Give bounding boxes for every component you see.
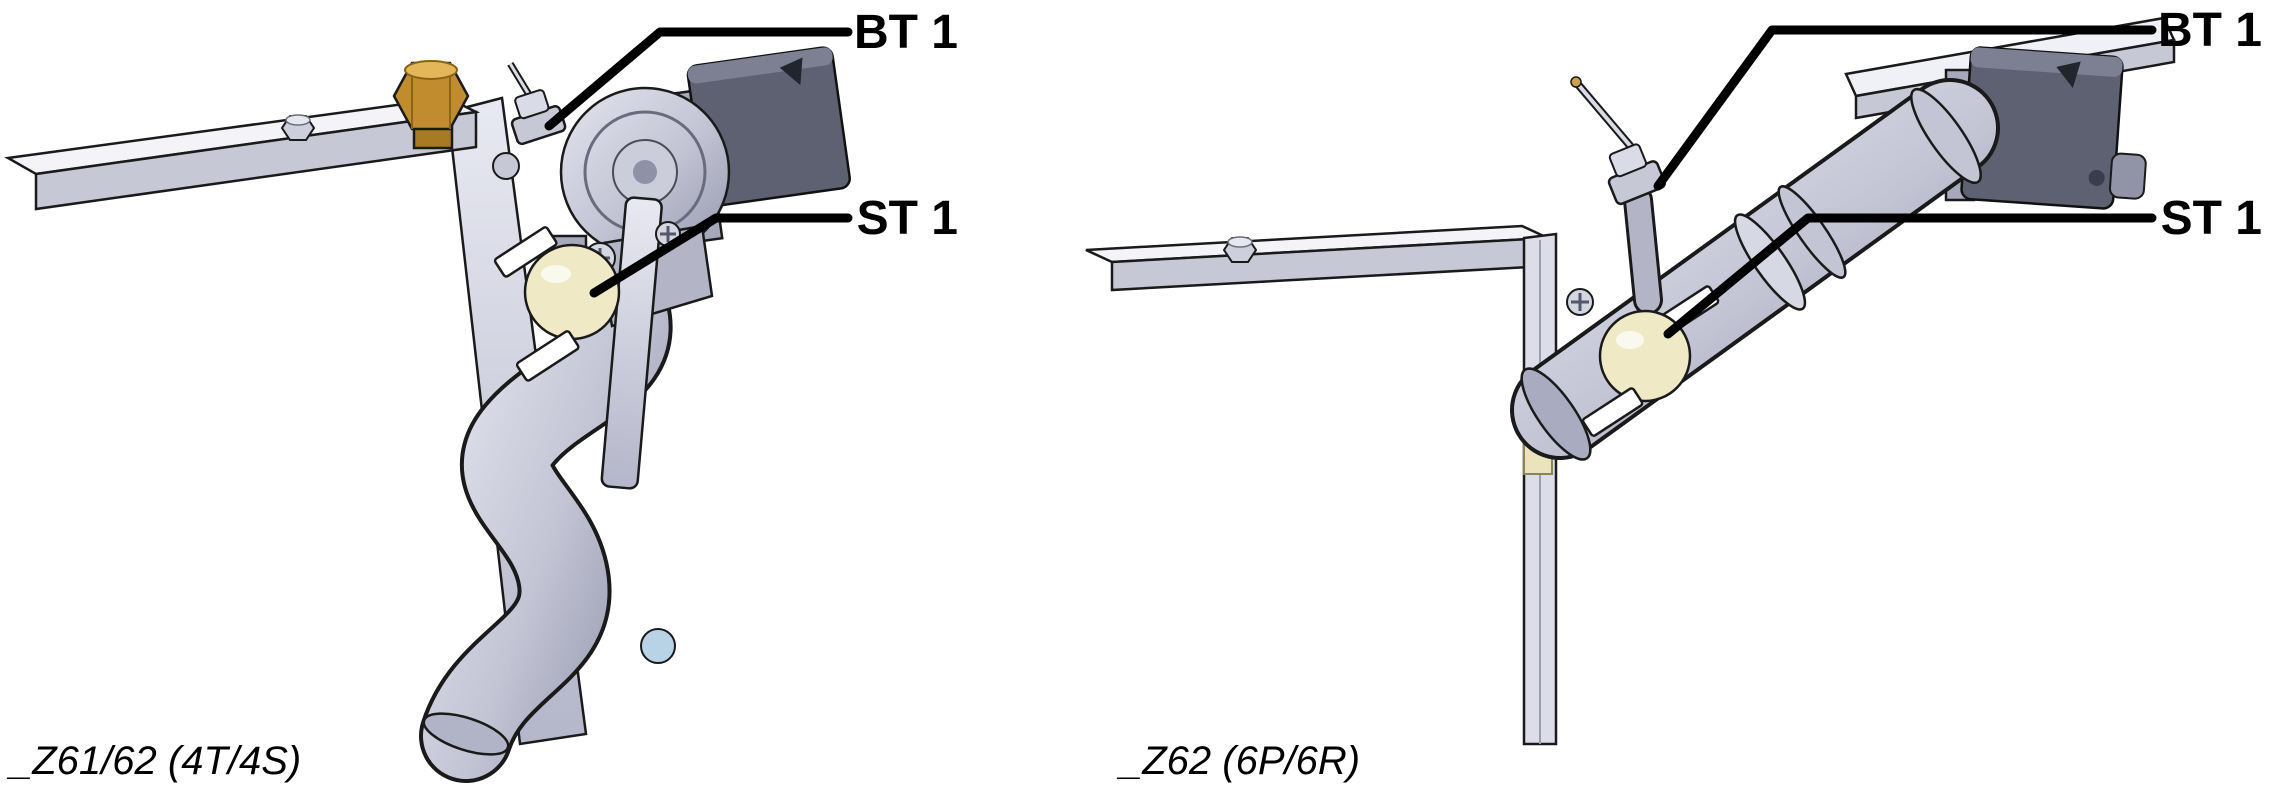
left-bt1-label: BT 1	[854, 6, 958, 59]
left-sensor-cap	[514, 89, 550, 120]
left-valve-highlight	[541, 265, 571, 283]
right-control-box	[1960, 46, 2147, 210]
left-brass-top	[404, 60, 458, 80]
left-pipe-body	[423, 255, 669, 779]
left-sensor	[507, 62, 567, 146]
left-st1-label: ST 1	[857, 192, 958, 245]
left-st1-leader-line	[589, 213, 853, 298]
right-pipe-collar-1	[1733, 213, 1807, 311]
right-control-box-top-facet	[1970, 47, 2123, 77]
right-sensor-cap	[1608, 143, 1648, 178]
left-shelf-plate-front	[34, 110, 478, 211]
left-control-box-emblem	[779, 57, 803, 86]
right-figure-caption: _Z62 (6P/6R)	[1116, 739, 1360, 783]
right-control-box-emblem	[2056, 61, 2081, 89]
right-bt1-label: BT 1	[2158, 4, 2262, 57]
right-plate-bolt-top	[1227, 236, 1253, 248]
right-sensor	[1607, 143, 1666, 206]
left-brass-fitting	[392, 60, 470, 150]
right-st1-leader-line	[1663, 213, 2157, 339]
right-control-box-screw	[2088, 169, 2105, 186]
left-valve-handle-lower	[515, 330, 580, 382]
left-pipe-end-flange	[422, 712, 510, 756]
right-sensor-pin-tip	[1570, 76, 1582, 88]
right-pipe-collar-2	[1777, 185, 1847, 279]
right-sensor-boss	[1626, 188, 1660, 312]
right-st1-label: ST 1	[2161, 192, 2262, 245]
right-screw-1	[1566, 288, 1594, 316]
left-mounting-rail	[600, 196, 663, 490]
right-sensor-pin	[1574, 80, 1634, 150]
left-valve-ball	[523, 243, 621, 341]
right-pipe-upper-flange	[1910, 87, 1982, 185]
right-valve-highlight	[1616, 331, 1644, 349]
left-control-box-top-facet	[687, 47, 833, 84]
left-sensor-pin	[508, 63, 530, 95]
right-control-box-side-tab	[2108, 152, 2147, 200]
right-pipe-lower-flange	[1520, 367, 1592, 461]
left-blue-fitting	[640, 628, 676, 664]
figure-right-illustration: BT 1 ST 1 _Z62 (6P/6R)	[1085, 4, 2262, 783]
figure-left-illustration: BT 1 ST 1 _Z61/62 (4T/4S)	[4, 6, 958, 783]
right-bt1-leader-line	[1653, 25, 2157, 191]
right-valve-handle-lower	[1581, 387, 1644, 437]
left-valve-handle-upper	[493, 226, 558, 278]
left-cylinder-center	[633, 160, 657, 184]
left-plate-bolt-top	[285, 114, 311, 126]
left-small-fitting	[492, 152, 520, 180]
left-figure-caption: _Z61/62 (4T/4S)	[6, 739, 301, 783]
left-bt1-leader-line	[544, 27, 853, 131]
